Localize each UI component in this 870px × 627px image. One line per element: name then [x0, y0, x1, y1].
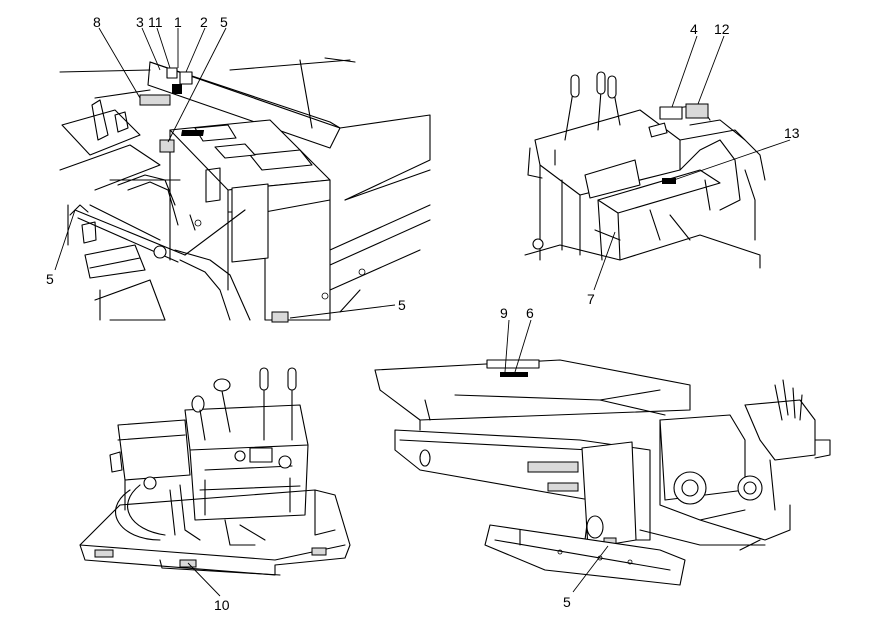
callout-4: 4 [690, 21, 698, 37]
view-rear-console: 4 12 13 7 [524, 21, 800, 307]
view-operator-station: 8 3 11 1 2 5 5 5 [46, 14, 431, 323]
callout-8: 8 [93, 14, 101, 30]
callout-9: 6 [526, 305, 534, 321]
callout-12: 12 [714, 21, 730, 37]
view-full-machine: 9 6 5 [374, 305, 831, 610]
view-engine-controls: 10 [79, 367, 351, 613]
callout-2: 2 [200, 14, 208, 30]
callout-13: 13 [784, 125, 800, 141]
callout-11: 11 [148, 14, 163, 30]
callout-5: 5 [398, 297, 406, 313]
callout-7: 7 [587, 291, 595, 307]
callout-5: 5 [563, 594, 571, 610]
callout-6: 10 [214, 597, 230, 613]
callout-10: 9 [500, 305, 508, 321]
callout-1: 1 [174, 14, 182, 30]
callout-3: 3 [136, 14, 144, 30]
callout-5: 5 [220, 14, 228, 30]
callout-5: 5 [46, 271, 54, 287]
